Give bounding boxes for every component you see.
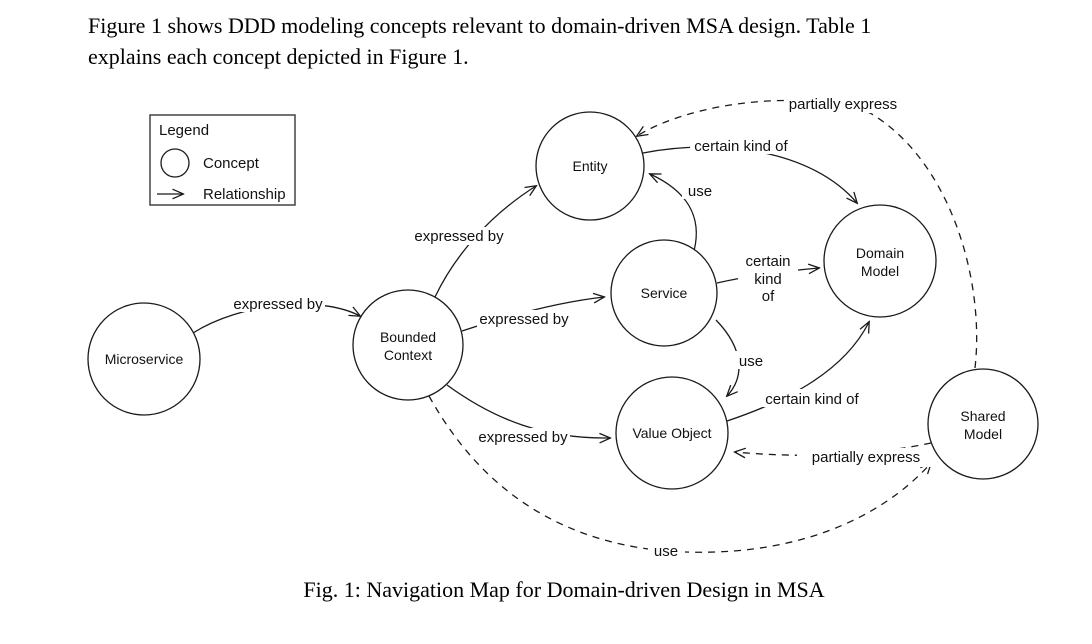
node-entity-circle	[535, 111, 645, 221]
node-value-object: Value Object	[615, 376, 729, 490]
edge-label-expressed-by-4: expressed by	[476, 428, 570, 446]
edge-label-certain-kind-of-mid: certain kind of	[738, 251, 798, 305]
node-bounded-context-label-1: Bounded	[380, 329, 436, 345]
svg-text:expressed by: expressed by	[233, 296, 323, 313]
node-service-label: Service	[641, 285, 688, 301]
svg-text:expressed by: expressed by	[414, 228, 504, 245]
node-bounded-context: Bounded Context	[352, 289, 464, 401]
node-service: Service	[610, 239, 718, 347]
svg-text:certain kind of: certain kind of	[694, 138, 788, 155]
legend-title: Legend	[159, 122, 209, 139]
svg-text:expressed by: expressed by	[478, 429, 568, 446]
edge-label-expressed-by-3: expressed by	[477, 310, 571, 328]
legend: Legend Concept Relationship	[149, 114, 296, 206]
edge-entity-domain-model	[642, 146, 857, 203]
node-microservice-circle	[87, 302, 201, 416]
svg-text:certain: certain	[745, 253, 790, 270]
body-text: Figure 1 shows DDD modeling concepts rel…	[88, 10, 1048, 72]
svg-text:use: use	[688, 183, 712, 200]
node-shared-model: Shared Model	[927, 368, 1039, 480]
svg-text:expressed by: expressed by	[479, 311, 569, 328]
legend-relationship-label: Relationship	[203, 186, 286, 203]
figure-caption: Fig. 1: Navigation Map for Domain-driven…	[303, 577, 825, 602]
edge-bounded-context-value-object	[446, 384, 610, 438]
svg-text:partially express: partially express	[812, 449, 920, 466]
edge-label-partially-express-bottom: partially express	[797, 448, 935, 467]
legend-concept-label: Concept	[203, 155, 260, 172]
edge-label-expressed-by-1: expressed by	[231, 294, 325, 313]
node-value-object-circle	[615, 376, 729, 490]
svg-text:of: of	[762, 288, 775, 305]
node-shared-model-circle	[927, 368, 1039, 480]
edge-label-use-entity: use	[682, 181, 719, 200]
svg-text:use: use	[739, 353, 763, 370]
svg-text:partially express: partially express	[789, 96, 897, 113]
edge-label-expressed-by-2: expressed by	[412, 227, 506, 245]
node-domain-model-circle	[823, 204, 937, 318]
node-shared-model-label-2: Model	[964, 426, 1002, 442]
edge-shared-model-entity	[637, 99, 978, 369]
svg-text:certain kind of: certain kind of	[765, 391, 859, 408]
svg-text:kind: kind	[754, 271, 782, 288]
edge-label-partially-express-top: partially express	[784, 94, 902, 113]
edge-label-use-shared-model: use	[648, 542, 685, 560]
node-domain-model-label-2: Model	[861, 263, 899, 279]
body-text-line-1: Figure 1 shows DDD modeling concepts rel…	[88, 13, 872, 38]
node-value-object-label: Value Object	[632, 425, 711, 441]
edge-service-entity	[650, 174, 697, 252]
edge-value-object-domain-model	[726, 322, 869, 422]
node-domain-model: Domain Model	[823, 204, 937, 318]
body-text-line-2: explains each concept depicted in Figure…	[88, 44, 469, 69]
node-shared-model-label-1: Shared	[960, 408, 1005, 424]
node-entity-label: Entity	[572, 158, 607, 174]
edge-label-use-value-object: use	[733, 351, 770, 370]
node-microservice-label: Microservice	[105, 351, 184, 367]
node-entity: Entity	[535, 111, 645, 221]
edge-bounded-context-shared-model	[428, 395, 931, 553]
node-domain-model-label-1: Domain	[856, 245, 904, 261]
node-service-circle	[610, 239, 718, 347]
node-microservice: Microservice	[87, 302, 201, 416]
edge-label-certain-kind-of-top: certain kind of	[690, 136, 793, 155]
legend-concept-icon	[160, 148, 190, 178]
node-bounded-context-circle	[352, 289, 464, 401]
node-bounded-context-label-2: Context	[384, 347, 432, 363]
edge-label-certain-kind-of-bottom: certain kind of	[761, 389, 864, 408]
svg-text:use: use	[654, 543, 678, 560]
